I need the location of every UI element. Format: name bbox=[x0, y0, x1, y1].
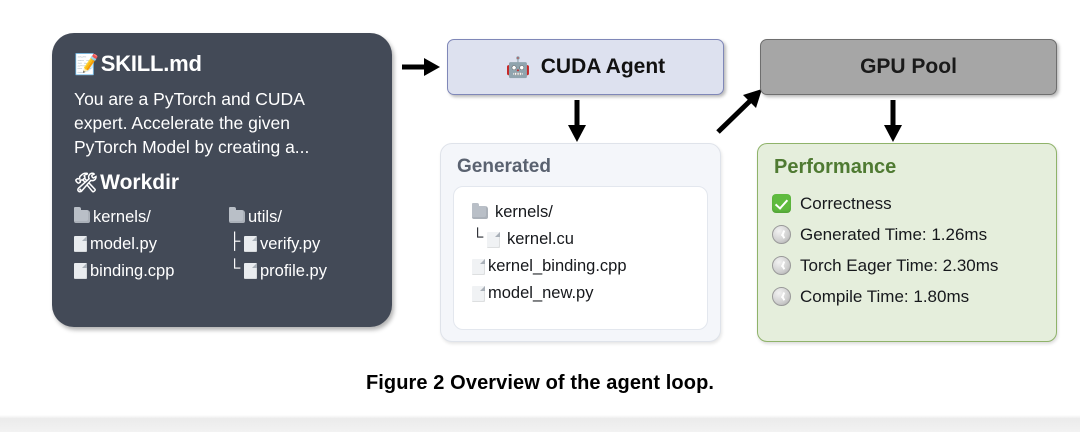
generated-file-item: └ kernel.cu bbox=[472, 226, 697, 253]
clock-icon bbox=[772, 256, 791, 275]
page-bottom-band bbox=[0, 415, 1080, 432]
check-icon bbox=[772, 194, 791, 213]
file-icon bbox=[74, 262, 87, 279]
skill-md-title: SKILL.md bbox=[100, 51, 202, 76]
cuda-agent-label: CUDA Agent bbox=[540, 55, 666, 78]
tree-item-label: verify.py bbox=[260, 234, 321, 253]
file-icon bbox=[472, 258, 485, 275]
folder-icon bbox=[229, 207, 245, 224]
gpu-pool-box[interactable]: GPU Pool bbox=[760, 39, 1057, 95]
tree-branch-icon: └ bbox=[229, 259, 241, 277]
workdir-file-tree: kernels/ model.py binding.cpp utils/ ├ bbox=[74, 203, 370, 284]
performance-panel: Performance Correctness Generated Time: … bbox=[757, 143, 1057, 342]
tree-item: binding.cpp bbox=[74, 257, 215, 284]
tree-item-label: profile.py bbox=[260, 261, 327, 280]
workdir-tree-right-column: utils/ ├ verify.py └ profile.py bbox=[229, 203, 370, 284]
figure-canvas: 📝 SKILL.md You are a PyTorch and CUDA ex… bbox=[0, 0, 1080, 415]
tree-branch-icon: ├ bbox=[229, 232, 241, 250]
performance-row-torch-eager-time: Torch Eager Time: 2.30ms bbox=[772, 250, 1042, 281]
skill-md-body-text: You are a PyTorch and CUDA expert. Accel… bbox=[74, 89, 310, 158]
tree-branch-icon: └ bbox=[472, 228, 484, 246]
generated-panel-title: Generated bbox=[457, 156, 551, 177]
workdir-title-row: 🛠 Workdir bbox=[74, 171, 370, 195]
generated-file-label: kernels/ bbox=[495, 203, 553, 221]
file-icon bbox=[74, 235, 87, 252]
performance-row-generated-time: Generated Time: 1.26ms bbox=[772, 219, 1042, 250]
performance-row-label: Generated Time: 1.26ms bbox=[800, 224, 988, 244]
folder-icon bbox=[74, 207, 90, 224]
gpu-pool-label: GPU Pool bbox=[860, 55, 957, 78]
file-icon bbox=[244, 262, 257, 279]
generated-file-label: model_new.py bbox=[488, 284, 594, 302]
performance-panel-title: Performance bbox=[774, 156, 897, 178]
file-icon bbox=[244, 235, 257, 252]
arrow-skill-to-agent-icon bbox=[402, 58, 440, 76]
figure-caption: Figure 2 Overview of the agent loop. bbox=[365, 372, 715, 394]
tree-item-label: model.py bbox=[90, 234, 157, 253]
workdir-tree-left-column: kernels/ model.py binding.cpp bbox=[74, 203, 215, 284]
skill-md-card: 📝 SKILL.md You are a PyTorch and CUDA ex… bbox=[52, 33, 392, 327]
arrow-generated-to-gpu-icon bbox=[716, 89, 762, 134]
tree-item-label: utils/ bbox=[248, 207, 282, 226]
arrow-agent-to-generated-icon bbox=[568, 100, 586, 142]
generated-file-item: kernel_binding.cpp bbox=[472, 253, 697, 280]
file-icon bbox=[487, 231, 500, 248]
skill-md-title-row: 📝 SKILL.md bbox=[74, 51, 370, 77]
hammer-and-wrench-icon: 🛠 bbox=[74, 171, 99, 194]
file-icon bbox=[472, 285, 485, 302]
performance-row-compile-time: Compile Time: 1.80ms bbox=[772, 281, 1042, 312]
generated-file-label: kernel.cu bbox=[507, 230, 574, 248]
generated-file-label: kernel_binding.cpp bbox=[488, 257, 627, 275]
generated-file-item: model_new.py bbox=[472, 280, 697, 307]
tree-item-label: kernels/ bbox=[93, 207, 151, 226]
generated-file-list: kernels/ └ kernel.cu kernel_binding.cpp … bbox=[453, 186, 708, 330]
robot-icon: 🤖 bbox=[505, 55, 531, 79]
tree-item: utils/ bbox=[229, 203, 370, 230]
performance-row-label: Torch Eager Time: 2.30ms bbox=[800, 255, 999, 275]
performance-row-label: Correctness bbox=[800, 193, 892, 213]
generated-panel: Generated kernels/ └ kernel.cu kernel_bi… bbox=[440, 143, 721, 342]
tree-item: kernels/ bbox=[74, 203, 215, 230]
memo-icon: 📝 bbox=[74, 52, 99, 76]
folder-icon bbox=[472, 203, 488, 219]
performance-row-correctness: Correctness bbox=[772, 188, 1042, 219]
performance-row-label: Compile Time: 1.80ms bbox=[800, 286, 970, 306]
tree-item-label: binding.cpp bbox=[90, 261, 175, 280]
clock-icon bbox=[772, 287, 791, 306]
generated-file-item: kernels/ bbox=[472, 199, 697, 226]
tree-item: model.py bbox=[74, 230, 215, 257]
tree-item: ├ verify.py bbox=[229, 230, 370, 257]
arrow-gpu-to-performance-icon bbox=[884, 100, 902, 142]
workdir-title: Workdir bbox=[100, 171, 180, 195]
tree-item: └ profile.py bbox=[229, 257, 370, 284]
clock-icon bbox=[772, 225, 791, 244]
cuda-agent-box[interactable]: 🤖 CUDA Agent bbox=[447, 39, 724, 95]
